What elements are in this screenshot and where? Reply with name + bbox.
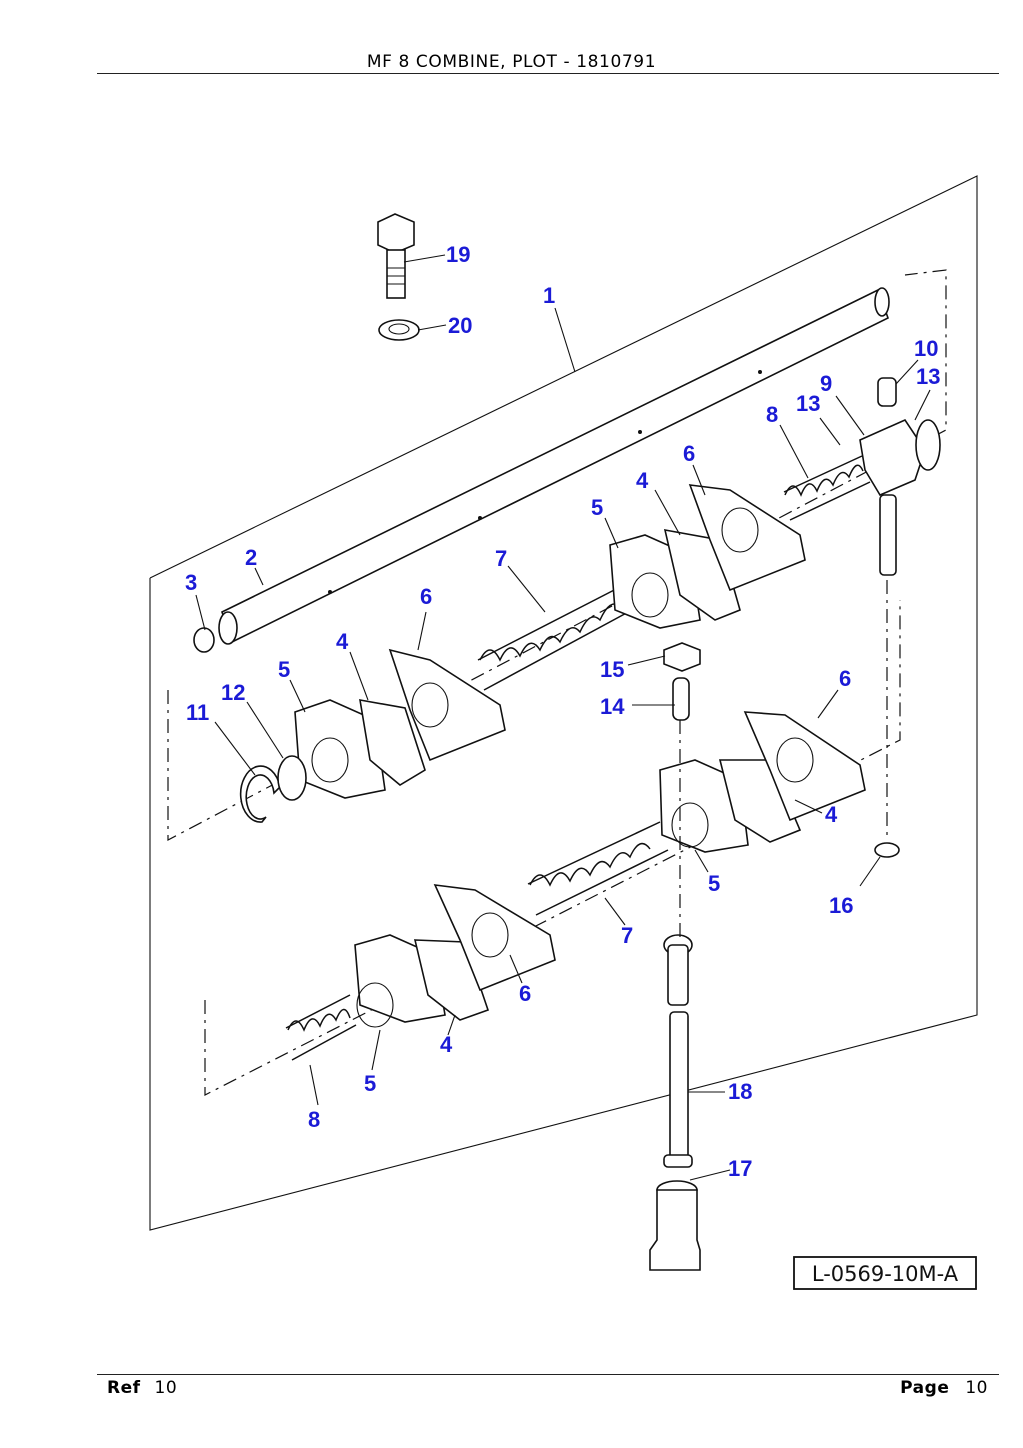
rocker-upper-right (609, 484, 806, 629)
callout-7-lower: 7 (621, 923, 633, 948)
callout-18: 18 (728, 1079, 752, 1104)
spring-lower-left (285, 994, 357, 1061)
callout-1: 1 (543, 283, 555, 308)
thrust-washer-part (277, 755, 307, 801)
callout-16: 16 (829, 893, 853, 918)
reference-code-text: L-0569-10M-A (812, 1262, 959, 1286)
callout-4-upper-right: 4 (636, 468, 649, 493)
footer-ref-value: 10 (154, 1378, 178, 1398)
header-rule (97, 73, 999, 74)
callout-4-upper-left: 4 (336, 629, 349, 654)
lower-group-box (204, 600, 901, 1096)
callout-13-left: 13 (796, 391, 820, 416)
footer-page: Page 10 (900, 1378, 988, 1398)
callout-7-upper: 7 (495, 546, 507, 571)
callout-14: 14 (600, 694, 625, 719)
callout-6-upper-right: 6 (683, 441, 695, 466)
callout-15: 15 (600, 657, 624, 682)
callout-8-lower: 8 (308, 1107, 320, 1132)
spring-lower-center (527, 821, 669, 916)
footer-page-value: 10 (965, 1378, 988, 1398)
shaft-part (218, 287, 890, 645)
callout-19: 19 (446, 242, 470, 267)
shaft-group-box (167, 269, 947, 841)
circlip-part (239, 765, 281, 823)
adjuster-screw-part (663, 642, 701, 721)
o-ring-part (874, 842, 900, 858)
callout-17: 17 (728, 1156, 752, 1181)
support-bracket-part (859, 377, 941, 576)
spring-upper-right (783, 455, 871, 521)
callout-11: 11 (186, 700, 209, 725)
callout-2: 2 (245, 545, 257, 570)
callout-5-lower-right: 5 (708, 871, 720, 896)
callout-3: 3 (185, 570, 197, 595)
callout-4-lower-left: 4 (440, 1032, 453, 1057)
callout-8-upper: 8 (766, 402, 778, 427)
push-rod-part (663, 934, 693, 1168)
rocker-upper-left (294, 648, 506, 799)
callout-6-lower-left: 6 (519, 981, 531, 1006)
callout-13-right: 13 (916, 364, 940, 389)
page-title: MF 8 COMBINE, PLOT - 1810791 (366, 52, 657, 72)
callout-6-lower-right: 6 (839, 666, 851, 691)
callout-9: 9 (820, 371, 832, 396)
footer-page-label: Page (900, 1378, 950, 1398)
callout-12: 12 (221, 680, 245, 705)
rocker-lower-right (659, 711, 866, 853)
footer-ref-label: Ref (107, 1378, 141, 1398)
washer-part (378, 319, 420, 341)
rocker-lower-left (354, 884, 556, 1028)
callout-6-upper-left: 6 (420, 584, 432, 609)
callout-10: 10 (914, 336, 938, 361)
tappet-part (649, 1180, 701, 1271)
callout-5-upper-right: 5 (591, 495, 603, 520)
callout-20: 20 (448, 313, 472, 338)
plug-part (193, 627, 215, 653)
reference-code-box (793, 1256, 977, 1290)
callout-4-lower-right: 4 (825, 802, 838, 827)
leader-lines (195, 254, 931, 1181)
footer-ref: Ref 10 (107, 1378, 177, 1398)
callout-5-upper-left: 5 (278, 657, 290, 682)
bolt-part (377, 213, 415, 299)
outer-frame (149, 175, 978, 1231)
footer-rule (97, 1374, 999, 1375)
callout-5-lower-left: 5 (364, 1071, 376, 1096)
